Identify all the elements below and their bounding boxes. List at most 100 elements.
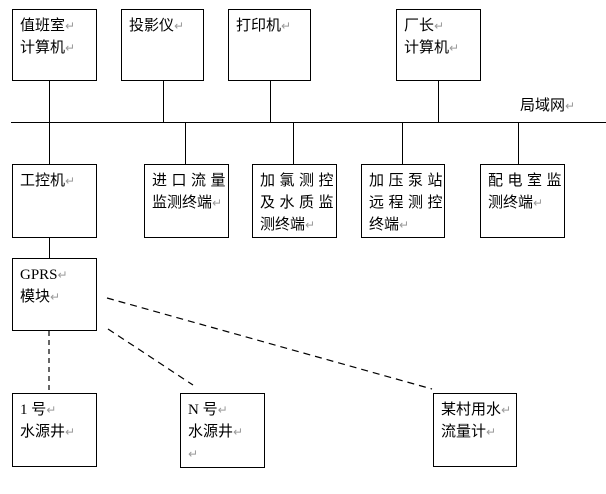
box-line: 加压泵站 xyxy=(369,170,444,192)
box-well-n: N 号↵ 水源井↵ ↵ xyxy=(180,393,265,468)
box-printer: 打印机↵ xyxy=(228,9,311,81)
box-line: 配电室监 xyxy=(488,170,564,192)
paragraph-mark: ↵ xyxy=(565,99,576,113)
paragraph-mark: ↵ xyxy=(188,447,199,461)
box-industrial-pc: 工控机↵ xyxy=(12,164,97,238)
box-text: N 号 xyxy=(188,402,218,418)
box-line: 进口流量 xyxy=(152,170,228,192)
box-line: 模块↵ xyxy=(20,286,96,308)
box-text: 监测终端 xyxy=(152,195,213,211)
box-text: 计算机 xyxy=(20,40,66,56)
box-chlorination-terminal: 加氯测控 及水质监 测终端↵ xyxy=(252,164,337,238)
box-line: 流量计↵ xyxy=(441,421,516,443)
box-text: 加氯测控 xyxy=(260,173,339,189)
box-text: 打印机 xyxy=(236,18,282,34)
connector-duty-room-to-lan xyxy=(49,81,50,123)
connector-projector-to-lan xyxy=(163,81,164,123)
paragraph-mark: ↵ xyxy=(217,403,228,417)
box-text: 1 号 xyxy=(20,402,47,418)
box-line: 终端↵ xyxy=(369,214,444,236)
box-well-1: 1 号↵ 水源井↵ xyxy=(12,393,97,467)
connector-lan-to-power-room xyxy=(518,123,519,164)
box-text: 值班室 xyxy=(20,18,66,34)
lan-label: 局域网↵ xyxy=(520,96,575,116)
box-text: 水源井 xyxy=(188,424,234,440)
box-line: 计算机↵ xyxy=(404,37,480,59)
paragraph-mark: ↵ xyxy=(533,196,544,210)
box-line: 厂长↵ xyxy=(404,15,480,37)
box-text: 投影仪 xyxy=(129,18,175,34)
box-line: 加氯测控 xyxy=(260,170,336,192)
box-line: GPRS↵ xyxy=(20,264,96,286)
box-line: ↵ xyxy=(188,443,264,465)
box-line: 投影仪↵ xyxy=(129,15,203,37)
box-line: 测终端↵ xyxy=(260,214,336,236)
box-line: 计算机↵ xyxy=(20,37,96,59)
box-line: 测终端↵ xyxy=(488,192,564,214)
box-text: 加压泵站 xyxy=(369,173,448,189)
box-village-flow-meter: 某村用水↵ 流量计↵ xyxy=(433,393,517,467)
paragraph-mark: ↵ xyxy=(50,290,61,304)
box-line: 及水质监 xyxy=(260,192,336,214)
box-line: 值班室↵ xyxy=(20,15,96,37)
paragraph-mark: ↵ xyxy=(305,218,316,232)
box-power-room-terminal: 配电室监 测终端↵ xyxy=(480,164,565,238)
box-line: 远程测控 xyxy=(369,192,444,214)
box-text: 远程测控 xyxy=(369,195,448,211)
connector-lan-to-pump-station xyxy=(402,123,403,164)
connector-director-to-lan xyxy=(438,81,439,123)
lan-bus-line xyxy=(11,122,606,123)
box-text: 配电室监 xyxy=(488,173,567,189)
paragraph-mark: ↵ xyxy=(449,41,460,55)
box-text: 某村用水 xyxy=(441,402,502,418)
paragraph-mark: ↵ xyxy=(399,218,410,232)
box-text: 流量计 xyxy=(441,424,487,440)
box-line: 水源井↵ xyxy=(188,421,264,443)
box-text: 水源井 xyxy=(20,424,66,440)
box-text: 终端 xyxy=(369,217,400,233)
paragraph-mark: ↵ xyxy=(46,403,57,417)
paragraph-mark: ↵ xyxy=(501,403,512,417)
connector-lan-to-inlet-flow xyxy=(185,123,186,164)
paragraph-mark: ↵ xyxy=(174,19,185,33)
connector-lan-to-chlorination xyxy=(293,123,294,164)
box-text: 测终端 xyxy=(260,217,306,233)
box-text: GPRS xyxy=(20,267,58,283)
box-duty-room-computer: 值班室↵ 计算机↵ xyxy=(12,9,97,81)
paragraph-mark: ↵ xyxy=(65,425,76,439)
box-text: 计算机 xyxy=(404,40,450,56)
paragraph-mark: ↵ xyxy=(65,41,76,55)
box-director-computer: 厂长↵ 计算机↵ xyxy=(396,9,481,81)
box-text: 及水质监 xyxy=(260,195,339,211)
paragraph-mark: ↵ xyxy=(57,268,68,282)
box-line: 1 号↵ xyxy=(20,399,96,421)
connector-lan-to-industrial-pc xyxy=(49,123,50,164)
box-text: 厂长 xyxy=(404,18,435,34)
paragraph-mark: ↵ xyxy=(281,19,292,33)
box-line: 某村用水↵ xyxy=(441,399,516,421)
box-text: 进口流量 xyxy=(152,173,231,189)
box-line: 打印机↵ xyxy=(236,15,310,37)
box-line: 监测终端↵ xyxy=(152,192,228,214)
box-line: 工控机↵ xyxy=(20,170,96,192)
connector-printer-to-lan xyxy=(270,81,271,123)
box-line: 水源井↵ xyxy=(20,421,96,443)
box-line: N 号↵ xyxy=(188,399,264,421)
lan-label-text: 局域网 xyxy=(520,98,566,114)
box-text: 模块 xyxy=(20,289,51,305)
paragraph-mark: ↵ xyxy=(212,196,223,210)
box-pump-station-terminal: 加压泵站 远程测控 终端↵ xyxy=(361,164,445,238)
box-inlet-flow-terminal: 进口流量 监测终端↵ xyxy=(144,164,229,238)
connector-industrial-pc-to-gprs xyxy=(49,238,50,258)
paragraph-mark: ↵ xyxy=(65,19,76,33)
box-text: 工控机 xyxy=(20,173,66,189)
paragraph-mark: ↵ xyxy=(486,425,497,439)
paragraph-mark: ↵ xyxy=(65,174,76,188)
paragraph-mark: ↵ xyxy=(233,425,244,439)
box-text: 测终端 xyxy=(488,195,534,211)
box-gprs-module: GPRS↵ 模块↵ xyxy=(12,258,97,331)
dashed-link-gprs-to-village-flow-meter xyxy=(106,297,433,390)
dashed-link-gprs-to-well-n xyxy=(107,328,194,386)
box-projector: 投影仪↵ xyxy=(121,9,204,81)
